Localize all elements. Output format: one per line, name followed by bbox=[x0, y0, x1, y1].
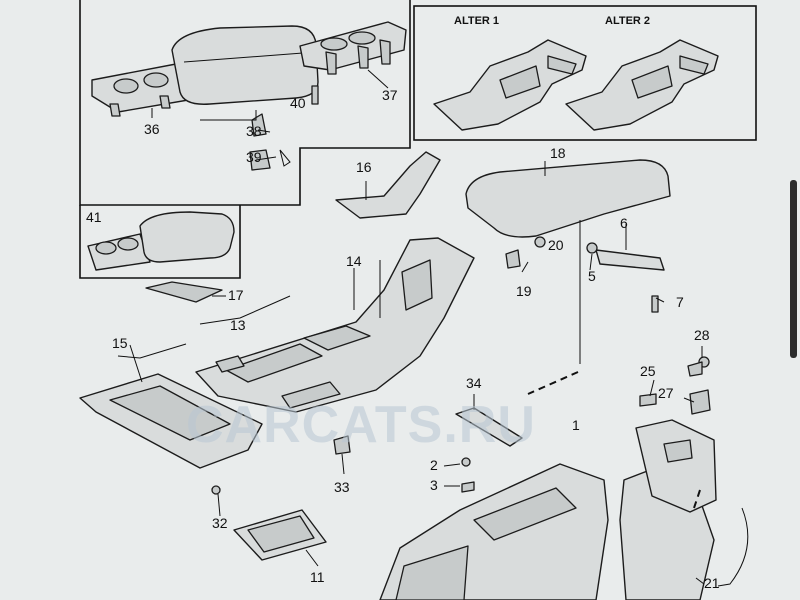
variant-2-illustration bbox=[565, 39, 719, 131]
callout-3: 3 bbox=[430, 477, 438, 493]
watermark: CARCATS.RU bbox=[186, 396, 536, 454]
inset-frame-armrest bbox=[79, 0, 411, 279]
callout-40: 40 bbox=[290, 95, 306, 111]
callout-33: 33 bbox=[334, 479, 350, 495]
armrest-assembly-illustration bbox=[91, 21, 407, 171]
callout-17: 17 bbox=[228, 287, 244, 303]
bracket-part-6 bbox=[595, 249, 665, 271]
callout-41: 41 bbox=[86, 209, 102, 225]
variant-label-2: ALTER 2 bbox=[605, 15, 650, 27]
inset-frame-variants bbox=[413, 5, 757, 141]
callout-25: 25 bbox=[640, 363, 656, 379]
callout-18: 18 bbox=[550, 145, 566, 161]
callout-27: 27 bbox=[658, 385, 674, 401]
callout-21: 21 bbox=[704, 575, 720, 591]
variant-label-1: ALTER 1 bbox=[454, 15, 499, 27]
callout-38: 38 bbox=[246, 123, 262, 139]
armrest-variant-illustration bbox=[87, 211, 235, 271]
dashed-link bbox=[527, 371, 579, 395]
callout-5: 5 bbox=[588, 268, 596, 284]
callout-13: 13 bbox=[230, 317, 246, 333]
callout-37: 37 bbox=[382, 87, 398, 103]
callout-1: 1 bbox=[572, 417, 580, 433]
strip-part-34 bbox=[455, 407, 523, 447]
callout-labels: 1 2 3 5 6 7 11 13 14 15 16 17 18 19 20 2… bbox=[86, 87, 720, 591]
callout-6: 6 bbox=[620, 215, 628, 231]
callout-15: 15 bbox=[112, 335, 128, 351]
cover-part-16 bbox=[335, 151, 441, 219]
scrollbar[interactable] bbox=[790, 180, 797, 358]
clip-part-33 bbox=[333, 435, 351, 455]
callout-2: 2 bbox=[430, 457, 438, 473]
callout-11: 11 bbox=[310, 569, 325, 585]
leader-lines bbox=[117, 69, 749, 587]
callout-14: 14 bbox=[346, 253, 362, 269]
callout-32: 32 bbox=[212, 515, 228, 531]
callout-36: 36 bbox=[144, 121, 160, 137]
callout-16: 16 bbox=[356, 159, 372, 175]
callout-7: 7 bbox=[676, 294, 684, 310]
callout-34: 34 bbox=[466, 375, 482, 391]
callout-20: 20 bbox=[548, 237, 564, 253]
badge-part-17 bbox=[145, 281, 223, 303]
lid-part-18 bbox=[465, 159, 671, 238]
variant-1-illustration bbox=[433, 39, 587, 131]
bracket-part-25-27 bbox=[635, 419, 717, 513]
callout-28: 28 bbox=[694, 327, 710, 343]
callout-19: 19 bbox=[516, 283, 532, 299]
callout-39: 39 bbox=[246, 149, 262, 165]
dashed-link-2 bbox=[693, 489, 701, 509]
